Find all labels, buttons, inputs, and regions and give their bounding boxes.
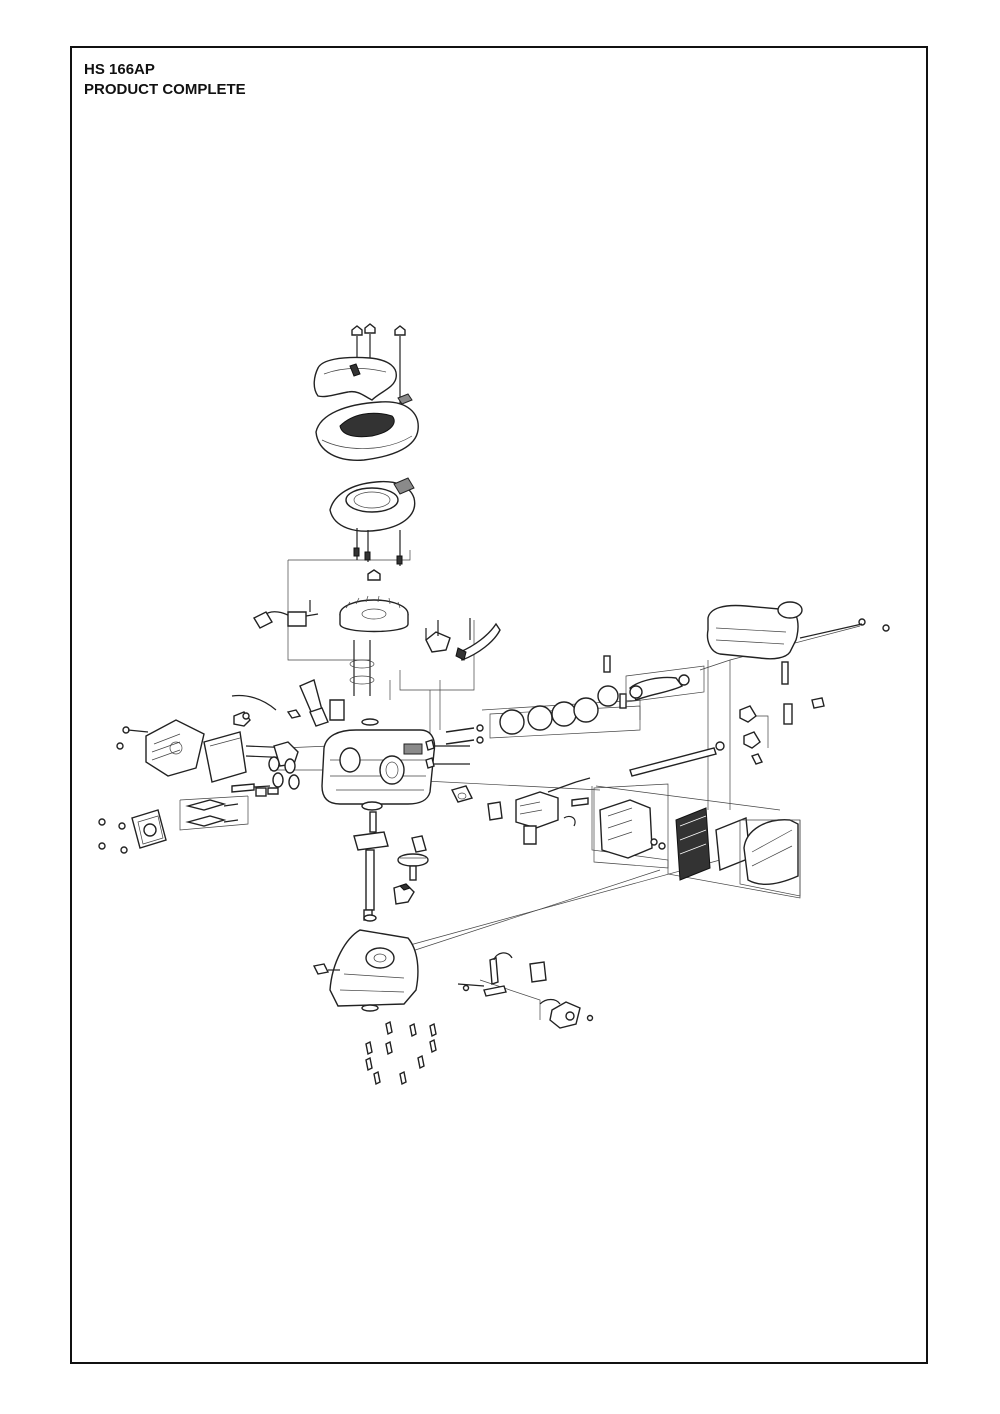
connecting-rod: [629, 676, 684, 701]
fuel-cap: [777, 601, 803, 619]
upper-cover: [313, 356, 397, 401]
crankcase: [321, 729, 436, 805]
muffler-guard: [145, 719, 205, 777]
cam-gear: [397, 853, 429, 867]
cover-nuts: [351, 323, 406, 420]
head-cover: [98, 809, 167, 854]
engine-block: [299, 640, 484, 805]
flywheel-ignition: [253, 569, 501, 661]
model-number: HS 166AP: [84, 61, 155, 78]
throttle-linkage: [457, 952, 594, 1029]
carburetor-assembly: [450, 777, 591, 845]
lower-crankcase: [329, 929, 419, 1007]
fuel-hose: [629, 747, 717, 777]
crankshaft: [353, 831, 389, 851]
air-filter-element: [675, 807, 711, 881]
drawing-frame: HS 166AP PRODUCT COMPLETE: [70, 46, 928, 1364]
brake-lever: [459, 622, 501, 661]
drawing-subtitle: PRODUCT COMPLETE: [84, 81, 246, 98]
valve-train: [185, 756, 300, 827]
top-cover-assembly: [313, 323, 419, 566]
piston-assembly: [489, 655, 705, 739]
muffler-assembly: [116, 694, 302, 783]
air-filter-base: [599, 799, 653, 859]
air-filter-cover: [743, 819, 799, 886]
carburetor: [515, 791, 559, 829]
throttle-control: [549, 1001, 581, 1029]
crankshaft-assembly: [353, 801, 429, 922]
fuel-system: [629, 601, 890, 777]
air-filter-assembly: [593, 783, 801, 897]
muffler: [203, 731, 247, 783]
sump-assembly: [312, 929, 437, 1086]
fuel-tank: [706, 604, 799, 660]
title-block: HS 166AP PRODUCT COMPLETE: [84, 60, 246, 100]
sump-bolts: [365, 1020, 437, 1086]
